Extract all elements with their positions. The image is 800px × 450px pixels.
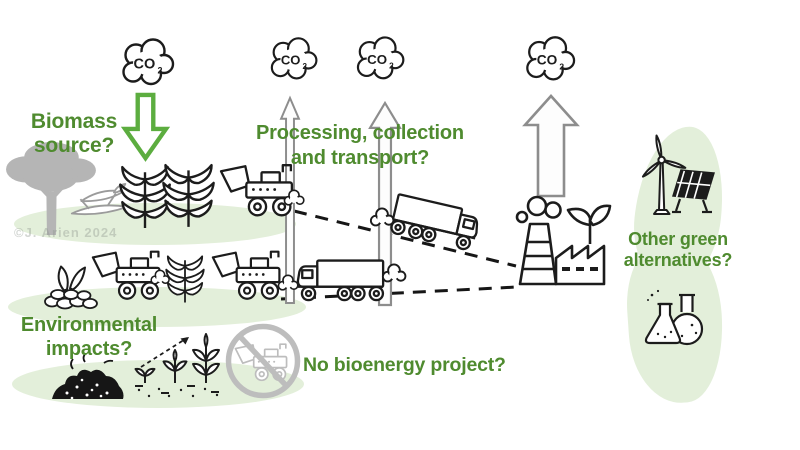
bioenergy-plant-icon [512,194,616,288]
biomass-source-label: Biomass source? [18,110,130,158]
svg-text:2: 2 [389,62,394,71]
watermark: ©J. Arien 2024 [14,225,118,240]
svg-text:2: 2 [559,61,564,71]
other-green-alternatives-label: Other green alternatives? [606,229,750,271]
svg-text:CO: CO [367,52,387,67]
chemistry-flasks-icon [639,289,707,351]
svg-text:2: 2 [158,66,163,76]
svg-text:CO: CO [281,52,301,67]
box-truck-icon [294,251,387,305]
solar-panel-icon [668,164,716,218]
exhaust-puff-icon [283,189,305,207]
environmental-impacts-label: Environmental impacts? [10,313,168,361]
crop-plant-icon [157,162,220,229]
biomass-source-line1: Biomass [30,110,118,133]
processing-line2: and transport? [290,147,430,169]
co2-down-arrow-icon [120,92,171,162]
svg-text:2: 2 [302,62,307,71]
svg-text:CO: CO [134,57,156,73]
environmental-line2: impacts? [45,338,133,360]
other-green-line1: Other green [628,229,728,249]
environmental-line1: Environmental [20,314,158,336]
biomass-source-line2: source? [33,134,115,157]
processing-line1: Processing, collection [256,122,464,144]
svg-text:CO: CO [537,53,558,68]
no-machinery-sign-icon [223,321,303,401]
processing-transport-label: Processing, collection and transport? [252,121,468,171]
forage-harvester-icon [211,248,287,301]
other-green-line2: alternatives? [623,250,733,270]
co2-up-arrow-large-icon [522,94,580,198]
crop-plant-icon [161,254,209,304]
no-bioenergy-project-label: No bioenergy project? [303,354,506,376]
exhaust-puff-icon [381,263,407,284]
